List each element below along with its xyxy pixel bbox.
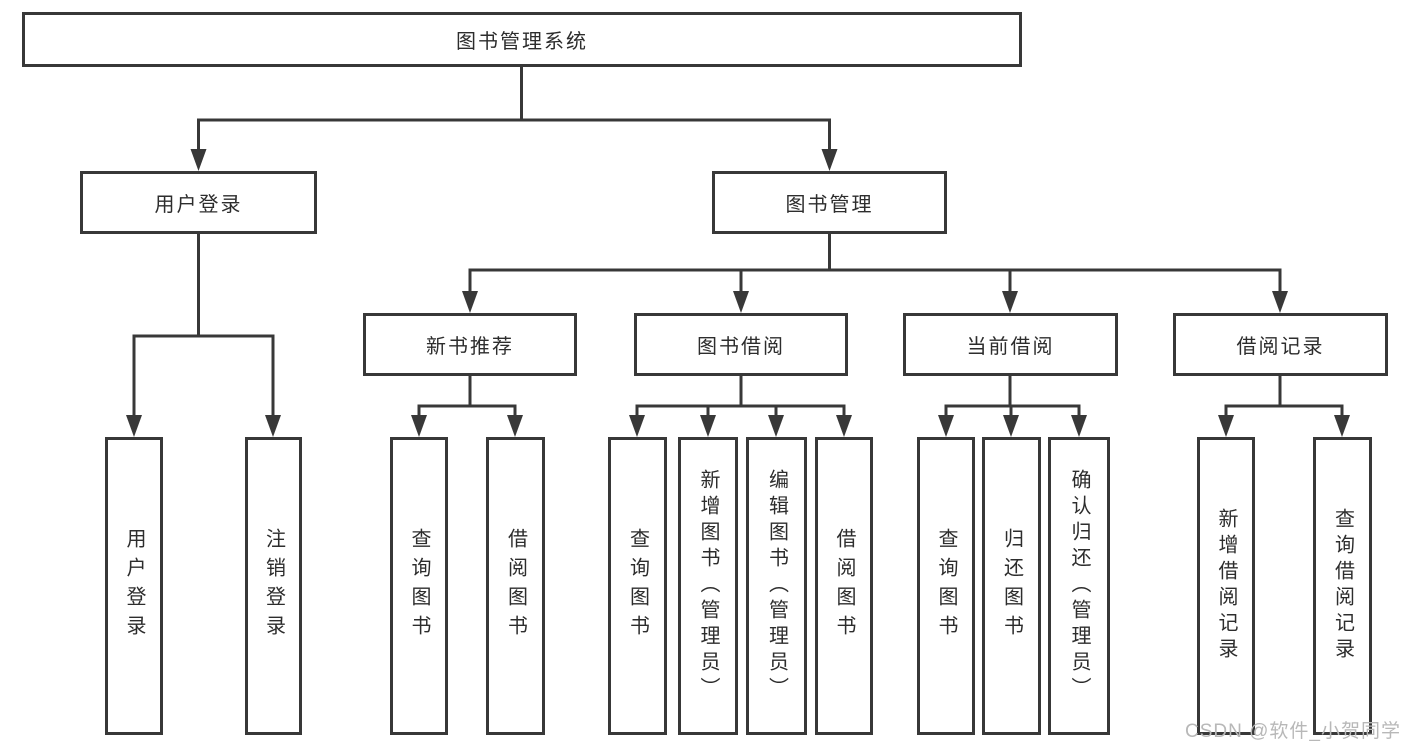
node-current-borrowing: 当前借阅 bbox=[903, 313, 1118, 376]
leaf-query-books-current-label: 查询图书 bbox=[935, 528, 957, 644]
leaf-user-login: 用户登录 bbox=[105, 437, 163, 735]
node-borrowing-records: 借阅记录 bbox=[1173, 313, 1388, 376]
leaf-query-books-current: 查询图书 bbox=[917, 437, 975, 735]
leaf-return-books: 归还图书 bbox=[982, 437, 1041, 735]
node-new-book-recommendation-label: 新书推荐 bbox=[426, 336, 514, 358]
node-book-management-label: 图书管理 bbox=[785, 194, 874, 216]
connector-book-borrow-to-leaves bbox=[629, 375, 852, 437]
node-current-borrowing-label: 当前借阅 bbox=[966, 336, 1055, 358]
node-root: 图书管理系统 bbox=[22, 12, 1022, 67]
node-new-book-recommendation: 新书推荐 bbox=[363, 313, 577, 376]
leaf-add-books-admin-label: 新增图书（管理员） bbox=[697, 469, 719, 703]
node-book-management: 图书管理 bbox=[712, 171, 947, 234]
node-book-borrowing-label: 图书借阅 bbox=[697, 336, 785, 358]
leaf-confirm-return-admin: 确认归还（管理员） bbox=[1048, 437, 1110, 735]
watermark: CSDN @软件_小贺同学 bbox=[1185, 721, 1401, 742]
leaf-query-books-rec-label: 查询图书 bbox=[408, 528, 430, 644]
leaf-edit-books-admin: 编辑图书（管理员） bbox=[746, 437, 807, 735]
node-root-label: 图书管理系统 bbox=[456, 31, 588, 53]
node-book-borrowing: 图书借阅 bbox=[634, 313, 848, 376]
connector-current-borrow-to-leaves bbox=[938, 375, 1087, 437]
leaf-user-login-label: 用户登录 bbox=[123, 528, 145, 644]
node-user-login-label: 用户登录 bbox=[154, 194, 243, 216]
leaf-logout: 注销登录 bbox=[245, 437, 302, 735]
node-user-login: 用户登录 bbox=[80, 171, 317, 234]
leaf-query-books: 查询图书 bbox=[608, 437, 667, 735]
leaf-borrow-books-label: 借阅图书 bbox=[833, 528, 855, 644]
leaf-query-borrow-record-label: 查询借阅记录 bbox=[1331, 508, 1354, 664]
node-borrowing-records-label: 借阅记录 bbox=[1236, 336, 1325, 358]
connector-new-book-rec-to-leaves bbox=[411, 375, 523, 437]
connector-user-login-to-leaves bbox=[126, 233, 281, 437]
leaf-add-books-admin: 新增图书（管理员） bbox=[678, 437, 738, 735]
leaf-edit-books-admin-label: 编辑图书（管理员） bbox=[765, 469, 788, 703]
connector-borrow-records-to-leaves bbox=[1218, 375, 1350, 437]
leaf-borrow-books-rec: 借阅图书 bbox=[486, 437, 545, 735]
leaf-query-books-rec: 查询图书 bbox=[390, 437, 448, 735]
leaf-borrow-books-rec-label: 借阅图书 bbox=[504, 528, 527, 644]
leaf-confirm-return-admin-label: 确认归还（管理员） bbox=[1068, 469, 1090, 703]
leaf-query-books-label: 查询图书 bbox=[626, 528, 649, 644]
leaf-logout-label: 注销登录 bbox=[262, 528, 285, 644]
leaf-borrow-books: 借阅图书 bbox=[815, 437, 873, 735]
connector-root-to-level2 bbox=[190, 66, 838, 171]
leaf-add-borrow-record: 新增借阅记录 bbox=[1197, 437, 1255, 735]
leaf-return-books-label: 归还图书 bbox=[1000, 528, 1023, 644]
leaf-query-borrow-record: 查询借阅记录 bbox=[1313, 437, 1372, 735]
connector-book-mgmt-to-level3 bbox=[462, 232, 1288, 313]
leaf-add-borrow-record-label: 新增借阅记录 bbox=[1215, 508, 1237, 664]
